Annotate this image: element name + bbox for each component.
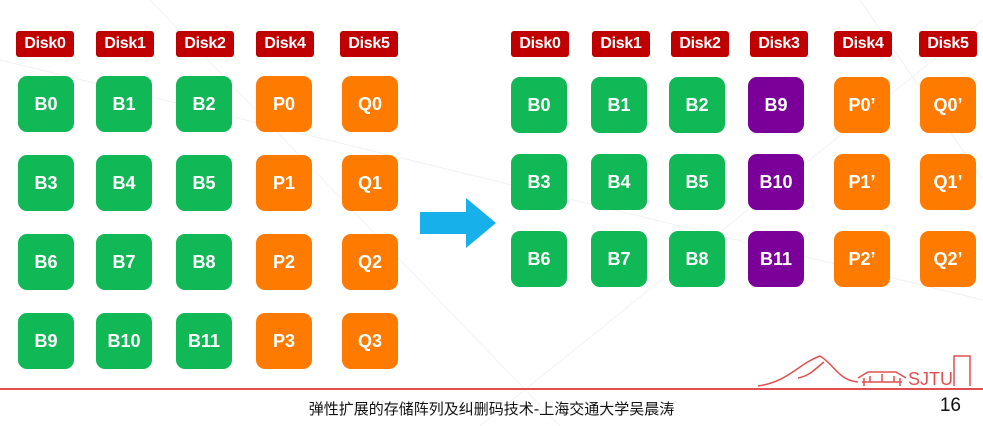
storage-block: P1’ xyxy=(834,154,890,210)
storage-block: B3 xyxy=(511,154,567,210)
right-arrow-icon xyxy=(420,198,496,248)
storage-block: P1 xyxy=(256,155,312,211)
storage-block: B3 xyxy=(18,155,74,211)
disk-label: Disk2 xyxy=(176,31,234,57)
storage-block: Q2 xyxy=(342,234,398,290)
footer-divider xyxy=(0,388,983,390)
storage-block: Q1 xyxy=(342,155,398,211)
storage-block: P2 xyxy=(256,234,312,290)
storage-block: Q0 xyxy=(342,76,398,132)
storage-block: P0’ xyxy=(834,77,890,133)
disk-label: Disk0 xyxy=(16,31,74,57)
sjtu-logo: SJTU xyxy=(758,355,971,389)
disk-label: Disk1 xyxy=(96,31,154,57)
storage-block: B5 xyxy=(669,154,725,210)
storage-block: B0 xyxy=(18,76,74,132)
storage-block: B10 xyxy=(748,154,804,210)
storage-block: B1 xyxy=(591,77,647,133)
storage-block: Q3 xyxy=(342,313,398,369)
storage-block: B4 xyxy=(96,155,152,211)
storage-block: P2’ xyxy=(834,231,890,287)
storage-block: P0 xyxy=(256,76,312,132)
storage-block: B4 xyxy=(591,154,647,210)
disk-label: Disk4 xyxy=(834,31,892,57)
disk-label: Disk4 xyxy=(256,31,314,57)
storage-block: B5 xyxy=(176,155,232,211)
disk-label: Disk2 xyxy=(671,31,729,57)
disk-label: Disk3 xyxy=(750,31,808,57)
storage-block: B7 xyxy=(96,234,152,290)
storage-block: B2 xyxy=(669,77,725,133)
logo-text: SJTU xyxy=(908,369,953,389)
storage-block: Q2’ xyxy=(920,231,976,287)
storage-block: P3 xyxy=(256,313,312,369)
storage-block: B11 xyxy=(748,231,804,287)
storage-block: B2 xyxy=(176,76,232,132)
storage-block: B8 xyxy=(669,231,725,287)
disk-label: Disk1 xyxy=(592,31,650,57)
storage-block: Q1’ xyxy=(920,154,976,210)
disk-label: Disk0 xyxy=(511,31,569,57)
storage-block: Q0’ xyxy=(920,77,976,133)
disk-label: Disk5 xyxy=(340,31,398,57)
storage-block: B9 xyxy=(18,313,74,369)
storage-block: B10 xyxy=(96,313,152,369)
storage-block: B0 xyxy=(511,77,567,133)
disk-label: Disk5 xyxy=(919,31,977,57)
storage-block: B9 xyxy=(748,77,804,133)
storage-block: B8 xyxy=(176,234,232,290)
storage-block: B1 xyxy=(96,76,152,132)
storage-block: B7 xyxy=(591,231,647,287)
storage-block: B6 xyxy=(511,231,567,287)
storage-block: B6 xyxy=(18,234,74,290)
storage-block: B11 xyxy=(176,313,232,369)
page-number: 16 xyxy=(939,395,961,416)
footer-title: 弹性扩展的存储阵列及纠删码技术-上海交通大学吴晨涛 xyxy=(308,400,675,418)
